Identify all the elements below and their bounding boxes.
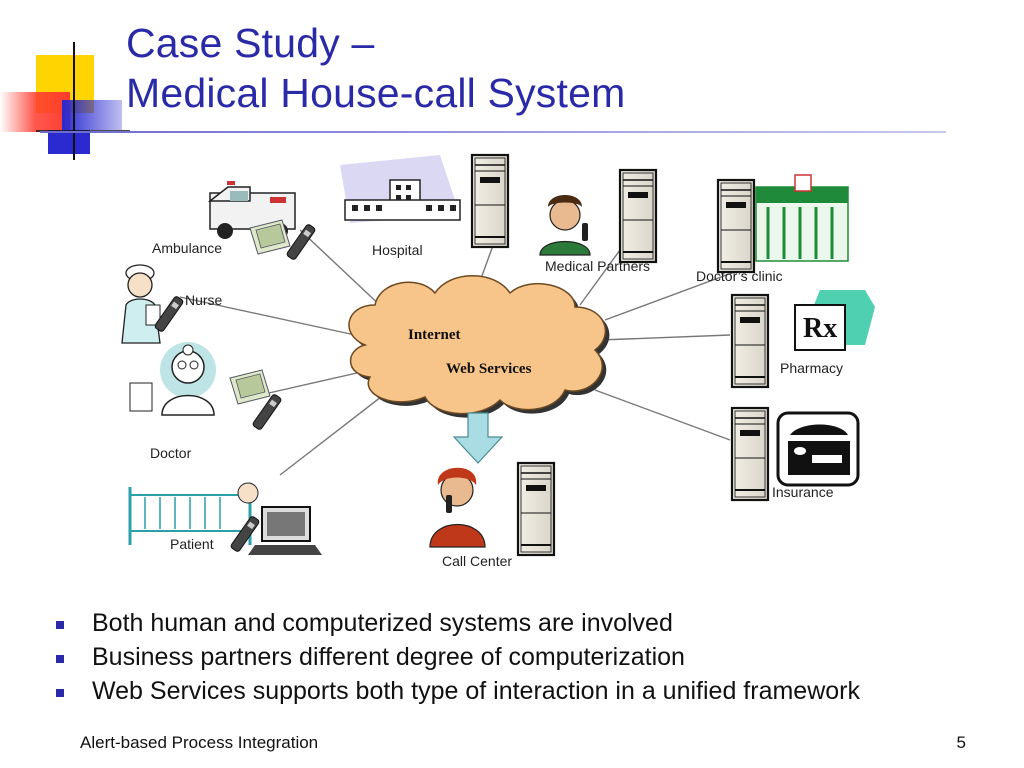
label-nurse: Nurse: [185, 292, 223, 308]
down-arrow-icon: [452, 412, 504, 464]
bullet-icon: [56, 621, 64, 629]
clinic-server-icon: [716, 178, 756, 274]
pharmacy-rx-icon: Rx: [794, 290, 875, 351]
title-divider: [40, 131, 946, 133]
label-patient: Patient: [170, 536, 214, 552]
title-line-1: Case Study –: [126, 20, 375, 66]
hospital-server-icon: [470, 153, 510, 249]
insurance-icon: [776, 411, 860, 487]
bullet-text: Web Services supports both type of inter…: [92, 677, 860, 705]
label-hospital: Hospital: [372, 242, 423, 258]
label-ambulance: Ambulance: [152, 240, 222, 256]
call-center-server-icon: [516, 461, 556, 557]
medical-partners-server-icon: [618, 168, 658, 264]
list-item: Business partners different degree of co…: [52, 640, 860, 674]
clinic-building-icon: [755, 174, 849, 262]
rx-sign: Rx: [803, 313, 837, 344]
label-pharmacy: Pharmacy: [780, 360, 843, 376]
bullet-icon: [56, 655, 64, 663]
connector-lines: [179, 229, 741, 476]
label-doctor: Doctor: [150, 445, 192, 461]
ambulance-icon: [207, 181, 317, 261]
pharmacy-server-icon: [730, 293, 770, 389]
label-doctors-clinic: Doctor’s clinic: [696, 268, 783, 284]
slide-title: Case Study – Medical House-call System: [126, 18, 625, 118]
list-item: Web Services supports both type of inter…: [52, 674, 860, 708]
bullet-icon: [56, 689, 64, 697]
nurse-icon: [121, 264, 185, 344]
medical-partner-person-icon: [539, 195, 591, 256]
page-number: 5: [956, 733, 966, 752]
hospital-icon: [340, 155, 461, 223]
title-line-2: Medical House-call System: [126, 70, 626, 116]
list-item: Both human and computerized systems are …: [52, 606, 860, 640]
cloud-label-web-services: Web Services: [446, 361, 532, 377]
cloud-label-internet: Internet: [408, 327, 461, 343]
label-call-center: Call Center: [442, 553, 512, 569]
patient-bed-icon: [128, 482, 261, 553]
footer-title: Alert-based Process Integration: [80, 733, 319, 752]
bullet-list: Both human and computerized systems are …: [52, 606, 860, 708]
corner-decoration: [0, 0, 130, 160]
label-medical-partners: Medical Partners: [545, 258, 650, 274]
label-insurance: Insurance: [772, 484, 834, 500]
bullet-text: Both human and computerized systems are …: [92, 609, 673, 637]
laptop-icon: [248, 506, 322, 555]
bullet-text: Business partners different degree of co…: [92, 643, 685, 671]
call-center-person-icon: [429, 467, 486, 548]
internet-cloud: Internet Web Services: [348, 275, 610, 418]
insurance-server-icon: [730, 406, 770, 502]
doctor-icon: [129, 342, 283, 431]
house-call-diagram: Internet Web Services Ambulance: [100, 145, 880, 575]
